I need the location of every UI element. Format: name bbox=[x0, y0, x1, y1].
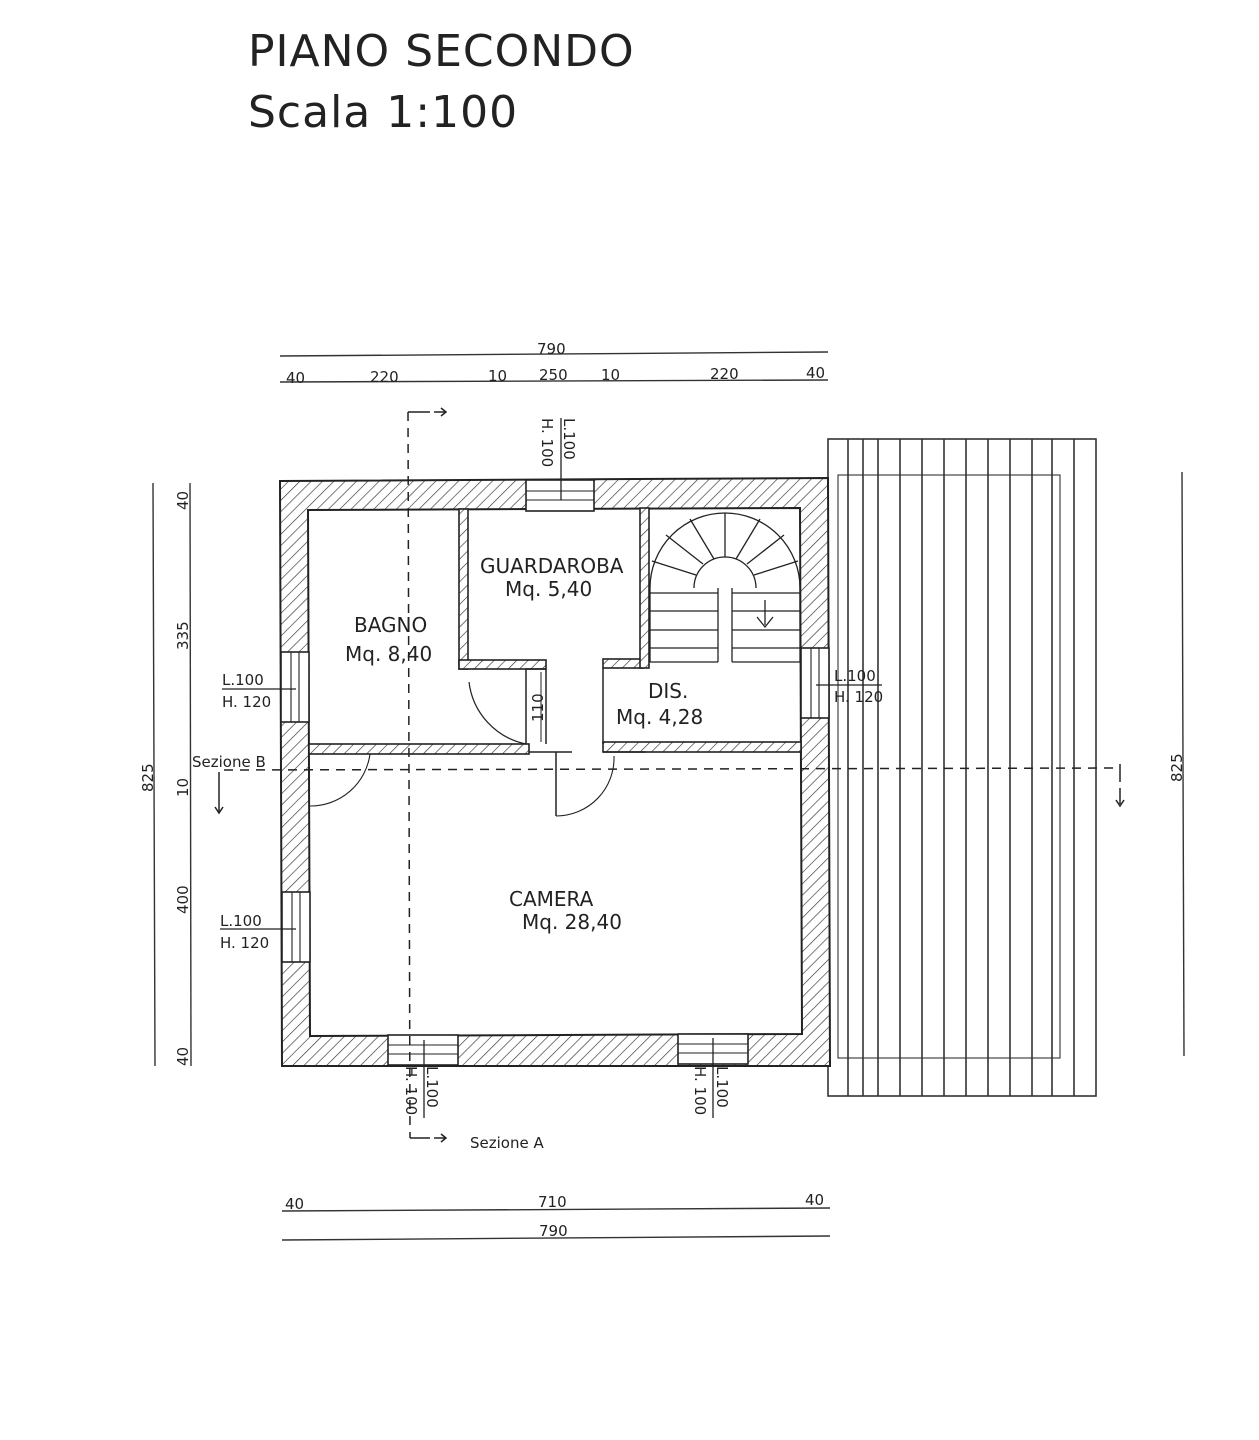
dim-top-6: 220 bbox=[710, 365, 739, 383]
outer-walls bbox=[278, 476, 832, 1067]
window-cutouts bbox=[280, 479, 830, 1066]
dim-bottom-2: 710 bbox=[538, 1193, 567, 1211]
dim-bottom-3: 40 bbox=[805, 1191, 824, 1209]
dim-top-3: 10 bbox=[488, 367, 507, 385]
room-guardaroba-name: GUARDAROBA bbox=[480, 554, 624, 578]
dim-left-total: 825 bbox=[139, 763, 157, 792]
section-markers bbox=[214, 407, 1125, 1143]
dim-right-total: 825 bbox=[1168, 753, 1186, 782]
dim-top-7: 40 bbox=[806, 364, 825, 382]
dim-top-5: 10 bbox=[601, 366, 620, 384]
right-dimension-line bbox=[1181, 471, 1185, 1057]
window-left-lower bbox=[281, 891, 311, 963]
dim-top-total: 790 bbox=[537, 340, 566, 358]
dim-top-1: 40 bbox=[286, 369, 305, 387]
doors bbox=[309, 668, 646, 817]
dim-left-1: 40 bbox=[174, 491, 192, 510]
room-camera-area: Mq. 28,40 bbox=[522, 910, 622, 934]
opening-bottom-right-l: L.100 bbox=[713, 1066, 731, 1108]
section-lines bbox=[223, 411, 1121, 1139]
room-bagno-name: BAGNO bbox=[354, 613, 427, 637]
plan-scale: Scala 1:100 bbox=[248, 87, 518, 138]
opening-left-lower-h: H. 120 bbox=[220, 934, 269, 952]
dim-left-2: 335 bbox=[174, 621, 192, 650]
dim-left-5: 40 bbox=[174, 1047, 192, 1066]
dim-top-2: 220 bbox=[370, 368, 399, 386]
section-b-label: Sezione B bbox=[192, 753, 266, 771]
opening-left-upper-l: L.100 bbox=[222, 671, 264, 689]
dim-left-3: 10 bbox=[174, 778, 192, 797]
opening-left-lower-l: L.100 bbox=[220, 912, 262, 930]
interior-walls bbox=[308, 507, 802, 755]
plan-title: PIANO SECONDO bbox=[248, 26, 635, 77]
window-bottom-left bbox=[387, 1034, 459, 1066]
opening-bottom-left-h: H. 100 bbox=[402, 1066, 420, 1115]
terrace bbox=[827, 438, 1097, 1097]
opening-bottom-left-l: L.100 bbox=[423, 1066, 441, 1108]
room-camera-name: CAMERA bbox=[509, 887, 594, 911]
dim-bottom-1: 40 bbox=[285, 1195, 304, 1213]
window-top bbox=[525, 479, 595, 512]
window-left-upper bbox=[280, 651, 310, 723]
room-guardaroba-area: Mq. 5,40 bbox=[505, 577, 592, 601]
dim-internal-door: 110 bbox=[529, 693, 547, 722]
bottom-dimensions bbox=[281, 1207, 831, 1241]
room-dis-name: DIS. bbox=[648, 679, 688, 703]
dim-top-4: 250 bbox=[539, 366, 568, 384]
spiral-staircase bbox=[649, 512, 801, 663]
dim-bottom-total: 790 bbox=[539, 1222, 568, 1240]
dim-left-4: 400 bbox=[174, 885, 192, 914]
opening-top-h: H. 100 bbox=[538, 418, 556, 467]
left-dimensions bbox=[152, 482, 192, 1067]
top-dimensions bbox=[279, 351, 829, 383]
room-dis-area: Mq. 4,28 bbox=[616, 705, 703, 729]
opening-left-upper-h: H. 120 bbox=[222, 693, 271, 711]
room-bagno-area: Mq. 8,40 bbox=[345, 642, 432, 666]
opening-bottom-right-h: H. 100 bbox=[691, 1066, 709, 1115]
opening-right-h: H. 120 bbox=[834, 688, 883, 706]
opening-right-l: L.100 bbox=[834, 667, 876, 685]
window-right bbox=[800, 647, 830, 719]
section-a-label: Sezione A bbox=[470, 1134, 544, 1152]
opening-top-l: L.100 bbox=[560, 418, 578, 460]
